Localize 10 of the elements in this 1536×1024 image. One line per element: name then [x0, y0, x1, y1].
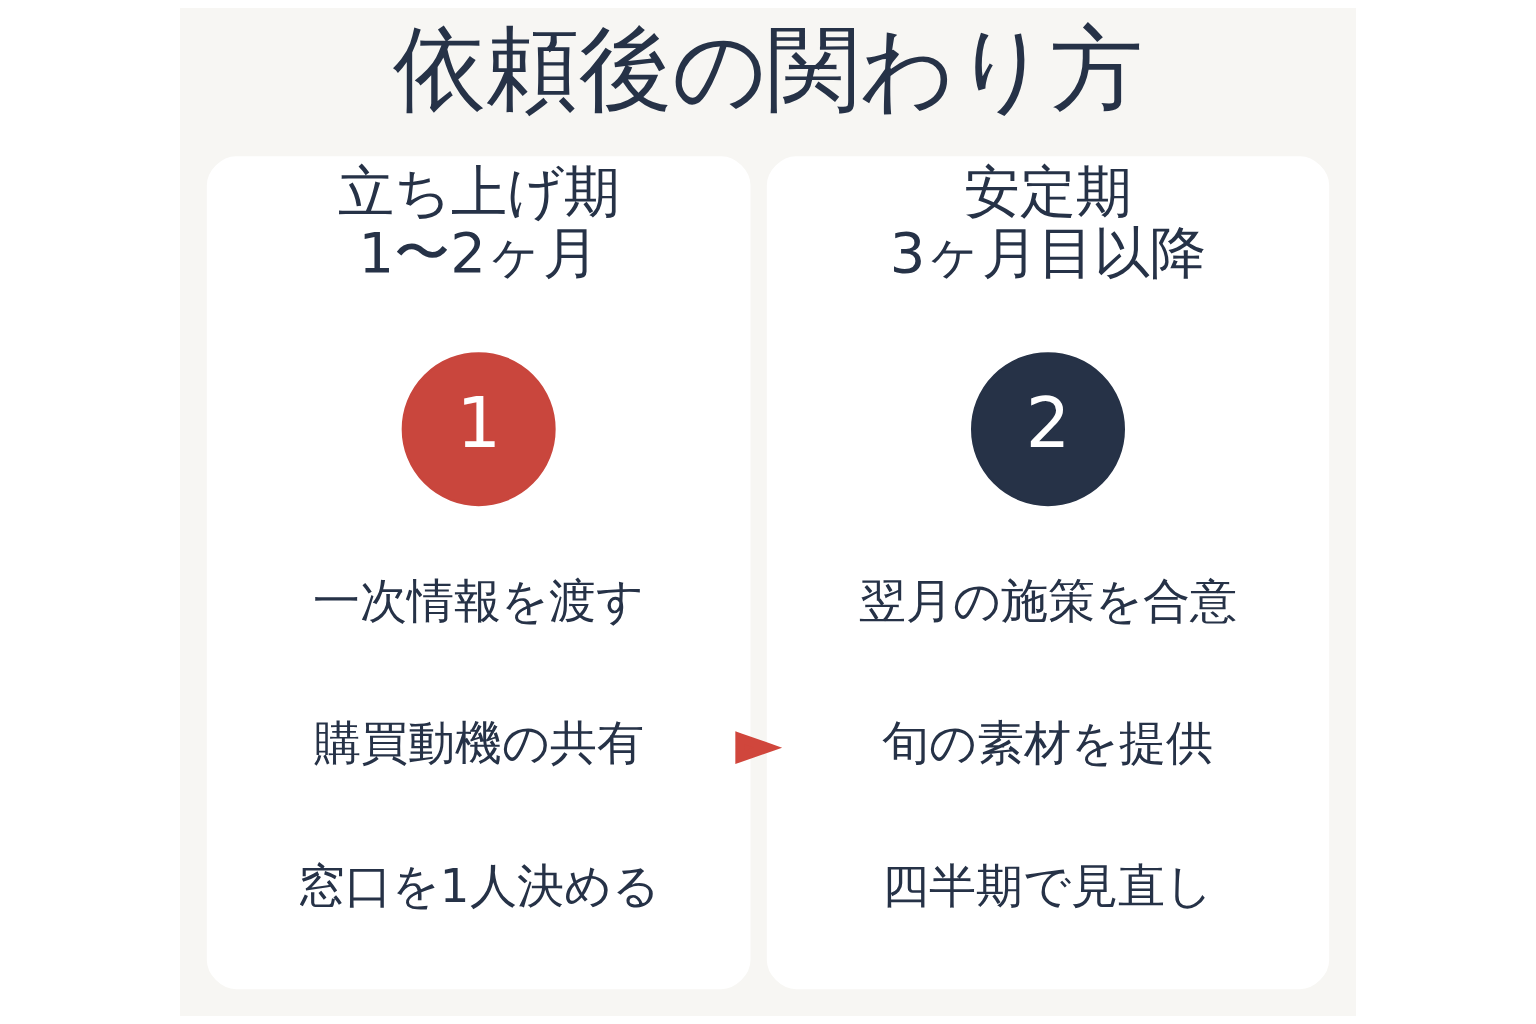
- node-text: 翌月の施策を合意: [859, 574, 1237, 628]
- diagram-title: 依頼後の関わり方: [393, 14, 1143, 124]
- node-circle: 1: [401, 352, 556, 507]
- arrow: [735, 731, 783, 765]
- node-text: 旬の素材を提供: [882, 716, 1214, 771]
- node-circle: 2: [971, 352, 1125, 507]
- node-text: 購買動機の共有: [313, 716, 644, 771]
- node-text: 窓口を1人決める: [297, 858, 660, 913]
- node-text: 一次情報を渡す: [313, 574, 645, 628]
- node-text: 四半期で見直し: [882, 858, 1214, 913]
